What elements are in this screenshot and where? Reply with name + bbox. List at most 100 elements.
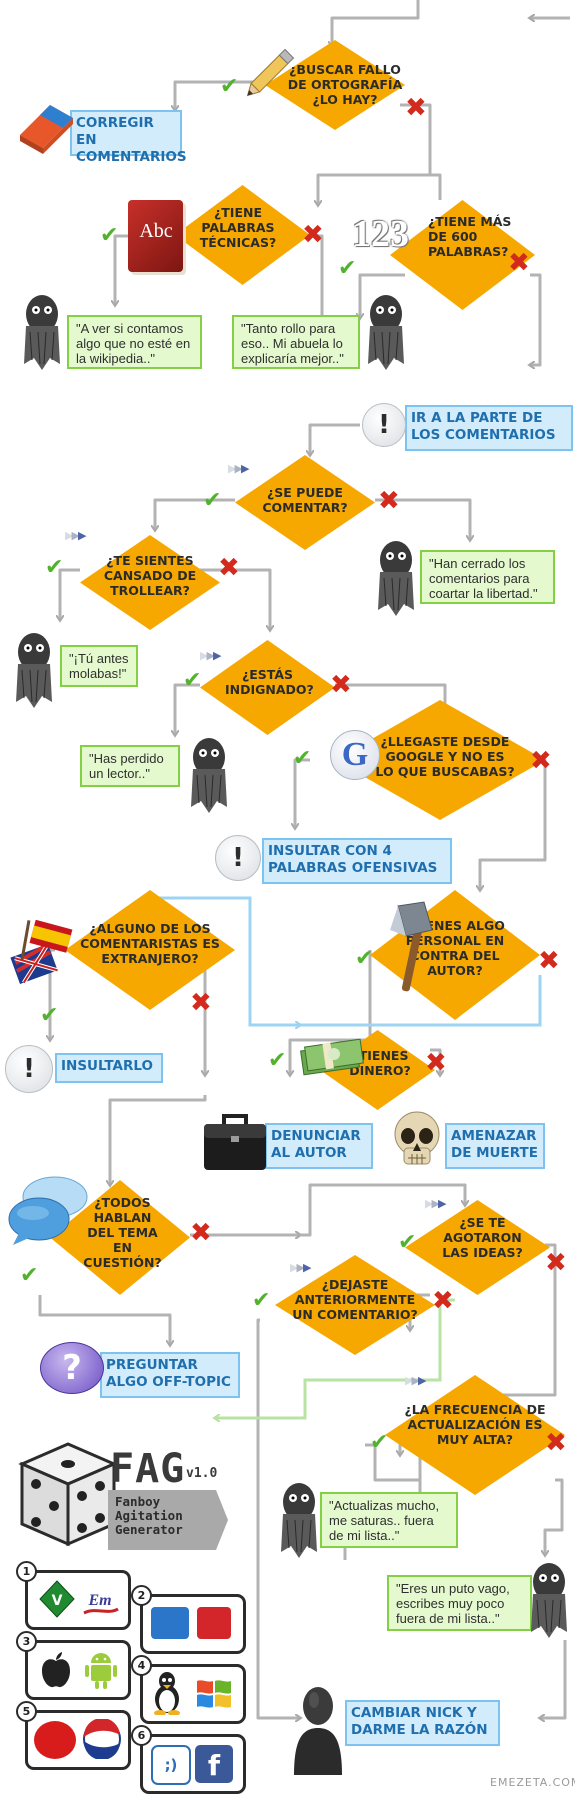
- question-tired-trolling: ¿Te sientes cansado de trollear?: [103, 553, 197, 598]
- android-logo-icon: [85, 1653, 117, 1689]
- action-correct-in-comments: Corregir en comentarios: [70, 110, 187, 165]
- question-commented-before: ¿Dejaste anteriormente un comentario?: [292, 1277, 418, 1322]
- alert-icon: !: [5, 1045, 53, 1093]
- no-cross-icon: ✖: [378, 486, 400, 516]
- yes-check-icon: ✔: [183, 668, 202, 693]
- apple-logo-icon: [42, 1652, 70, 1688]
- question-out-of-ideas: ¿Se te agotaron las ideas?: [442, 1215, 523, 1260]
- tuenti-logo-icon: ;): [151, 1745, 191, 1785]
- action-ask-off-topic: Preguntar algo off-topic: [100, 1352, 240, 1398]
- quote-update-too-much: "Actualizas mucho, me saturas.. fuera de…: [320, 1492, 458, 1548]
- action-report-author: Denunciar al autor: [265, 1123, 373, 1169]
- no-cross-icon: ✖: [530, 746, 552, 776]
- no-cross-icon: ✖: [538, 946, 560, 976]
- briefcase-icon: [204, 1114, 266, 1170]
- pencil-icon: [246, 48, 295, 97]
- legend-box-1: 1 V Em: [16, 1561, 131, 1630]
- no-cross-icon: ✖: [405, 93, 427, 123]
- legend-number: 1: [16, 1561, 37, 1582]
- yes-check-icon: ✔: [45, 555, 64, 580]
- yes-check-icon: ✔: [252, 1288, 271, 1313]
- troll-monster-icon: [281, 1483, 317, 1558]
- question-outraged: ¿Estás indignado?: [225, 667, 314, 697]
- yes-check-icon: ✔: [203, 488, 222, 513]
- yes-check-icon: ✔: [355, 946, 374, 971]
- triple-arrow-icon: ▶▶▶: [405, 1375, 427, 1387]
- no-cross-icon: ✖: [545, 1248, 567, 1278]
- quote-comments-closed: "Han cerrado los comentarios para coarta…: [420, 550, 555, 604]
- yes-check-icon: ✔: [40, 1003, 59, 1028]
- axe-icon: [390, 901, 433, 992]
- triple-arrow-icon: ▶▶▶: [425, 1198, 447, 1210]
- dice-icon: [18, 1442, 118, 1547]
- yes-check-icon: ✔: [398, 1230, 417, 1255]
- svg-text:Em: Em: [87, 1592, 111, 1609]
- numbers-123-icon: 123: [352, 213, 409, 255]
- question-600-words: ¿Tiene más de 600 palabras?: [428, 214, 512, 259]
- yes-check-icon: ✔: [293, 746, 312, 771]
- alert-icon: !: [362, 403, 406, 447]
- yes-check-icon: ✔: [20, 1263, 39, 1288]
- action-go-to-comments: Ir a la parte de los comentarios: [405, 405, 573, 451]
- yes-check-icon: ✔: [338, 256, 357, 281]
- no-cross-icon: ✖: [508, 248, 530, 278]
- triple-arrow-icon: ▶▶▶: [200, 650, 222, 662]
- fag-banner: [108, 1490, 228, 1550]
- quote-lost-a-reader: "Has perdido un lector..": [80, 745, 180, 787]
- question-spelling: ¿Buscar fallo de ortografía ¿Lo hay?: [287, 62, 403, 107]
- legend-number: 5: [16, 1701, 37, 1722]
- alert-icon: !: [215, 835, 261, 881]
- action-death-threat: Amenazar de muerte: [445, 1123, 545, 1169]
- troll-monster-icon: [191, 738, 227, 813]
- flags-icon: [10, 920, 73, 984]
- quote-lazy-writer: "Eres un puto vago, escribes muy poco fu…: [387, 1575, 532, 1631]
- question-update-frequency: ¿La frecuencia de actualización es muy a…: [404, 1402, 546, 1447]
- troll-monster-icon: [378, 541, 414, 616]
- question-on-topic: ¿Todos hablan del tema en cuestión?: [83, 1195, 162, 1270]
- yes-check-icon: ✔: [100, 223, 119, 248]
- yes-check-icon: ✔: [370, 1430, 389, 1455]
- legend-number: 4: [131, 1655, 152, 1676]
- legend-box-4: 4: [131, 1655, 246, 1724]
- yes-check-icon: ✔: [220, 74, 239, 99]
- question-came-from-google: ¿Llegaste desde Google y no es lo que bu…: [375, 734, 515, 779]
- coca-cola-logo-icon: [34, 1721, 76, 1759]
- skull-icon: [394, 1111, 440, 1165]
- quote-wikipedia: "A ver si contamos algo que no esté en l…: [67, 315, 202, 369]
- action-change-nick: Cambiar nick y darme la razón: [345, 1700, 500, 1746]
- quote-you-used-to-be-cool: "¡Tú antes molabas!": [60, 645, 138, 687]
- troll-monster-icon: [531, 1563, 567, 1638]
- svg-text:V: V: [52, 1593, 63, 1609]
- question-technical-words: ¿Tiene palabras técnicas?: [199, 205, 277, 250]
- no-cross-icon: ✖: [302, 220, 324, 250]
- question-have-money: ¿Tienes dinero?: [349, 1048, 411, 1078]
- no-cross-icon: ✖: [190, 1218, 212, 1248]
- troll-monster-icon: [24, 295, 60, 370]
- no-cross-icon: ✖: [545, 1428, 567, 1458]
- question-mark-glyph: ?: [62, 1348, 82, 1388]
- triple-arrow-icon: ▶▶▶: [228, 463, 250, 475]
- pepsi-logo-icon: [83, 1719, 121, 1759]
- google-icon: G: [330, 730, 380, 780]
- anonymous-user-icon: [294, 1687, 342, 1775]
- windows-logo-icon: [197, 1680, 231, 1708]
- action-insult-him: Insultarlo: [55, 1053, 163, 1083]
- speech-bubbles-icon: [8, 1176, 88, 1245]
- facebook-logo-icon: f: [195, 1745, 233, 1783]
- legend-box-6: 6 ;) f: [131, 1725, 246, 1794]
- troll-monster-icon: [16, 633, 52, 708]
- fag-title: FAG: [110, 1446, 186, 1492]
- eraser-icon: [20, 105, 73, 154]
- action-insult-4-words: Insultar con 4 palabras ofensivas: [262, 838, 452, 884]
- no-cross-icon: ✖: [432, 1286, 454, 1316]
- google-g-glyph: G: [341, 736, 369, 773]
- legend-box-3: 3: [16, 1631, 131, 1700]
- psoe-logo-icon: [197, 1607, 231, 1639]
- legend-number: 2: [131, 1585, 152, 1606]
- legend-number: 3: [16, 1631, 37, 1652]
- no-cross-icon: ✖: [218, 553, 240, 583]
- no-cross-icon: ✖: [190, 988, 212, 1018]
- abc-label: Abc: [139, 220, 173, 242]
- site-watermark: EMEZETA.COM: [490, 1776, 575, 1789]
- linux-tux-icon: [154, 1672, 180, 1715]
